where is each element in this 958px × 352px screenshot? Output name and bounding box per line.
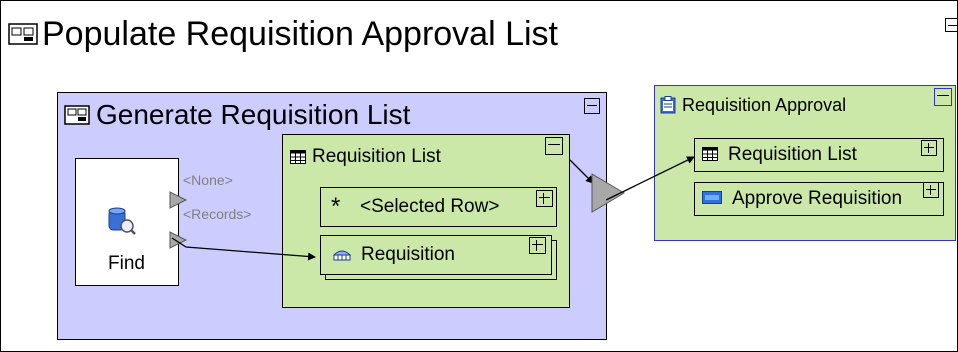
outer-collapse-button[interactable]: [945, 18, 958, 32]
find-label: Find: [108, 253, 145, 274]
table-icon: [702, 147, 718, 161]
approval-item-label: Approve Requisition: [732, 188, 903, 209]
records-port-label: <Records>: [183, 206, 252, 222]
generate-title: Generate Requisition List: [96, 99, 411, 130]
clipboard-icon: [660, 96, 676, 114]
req-list-title: Requisition List: [312, 146, 441, 167]
records-to-requisition-connector: [171, 237, 316, 261]
selected-row-box[interactable]: [320, 187, 557, 227]
approval-item-label: Requisition List: [728, 144, 857, 165]
none-port-label: <None>: [183, 172, 233, 188]
requisition-label: Requisition: [361, 244, 455, 265]
requisition-expand-button[interactable]: [529, 237, 546, 254]
approval-item-expand-button[interactable]: [921, 140, 937, 156]
form-icon: [8, 23, 38, 45]
outer-title: Populate Requisition Approval List: [42, 14, 558, 53]
approval-collapse-button[interactable]: [934, 88, 952, 106]
form-icon: [64, 105, 90, 125]
generate-collapse-button[interactable]: [584, 98, 600, 114]
req-list-collapse-button[interactable]: [545, 137, 563, 155]
outer-title-row: Populate Requisition Approval List: [8, 14, 558, 54]
selected-row-expand-button[interactable]: [536, 190, 553, 207]
req-list-output-port[interactable]: [591, 173, 625, 213]
list-to-approval-connector: [605, 156, 695, 201]
records-port[interactable]: [169, 231, 188, 249]
approval-item-requisition-list[interactable]: [694, 138, 944, 172]
generate-title-row: Generate Requisition List: [64, 97, 410, 133]
none-port[interactable]: [169, 191, 188, 209]
selected-row-label: <Selected Row>: [360, 196, 500, 217]
req-list-title-row: Requisition List: [290, 144, 441, 170]
approval-item-expand-button[interactable]: [923, 182, 939, 198]
find-icon: [107, 206, 137, 236]
asterisk-icon: *: [331, 193, 341, 220]
requisition-box[interactable]: [320, 235, 552, 275]
req-list-collapse-connector: [569, 159, 594, 184]
table-icon: [290, 150, 306, 164]
approval-item-approve-requisition[interactable]: [694, 182, 944, 216]
applet-icon: [702, 191, 722, 204]
approval-title-row: Requisition Approval: [660, 93, 846, 117]
business-component-icon: [332, 247, 352, 261]
approval-title: Requisition Approval: [682, 94, 847, 115]
